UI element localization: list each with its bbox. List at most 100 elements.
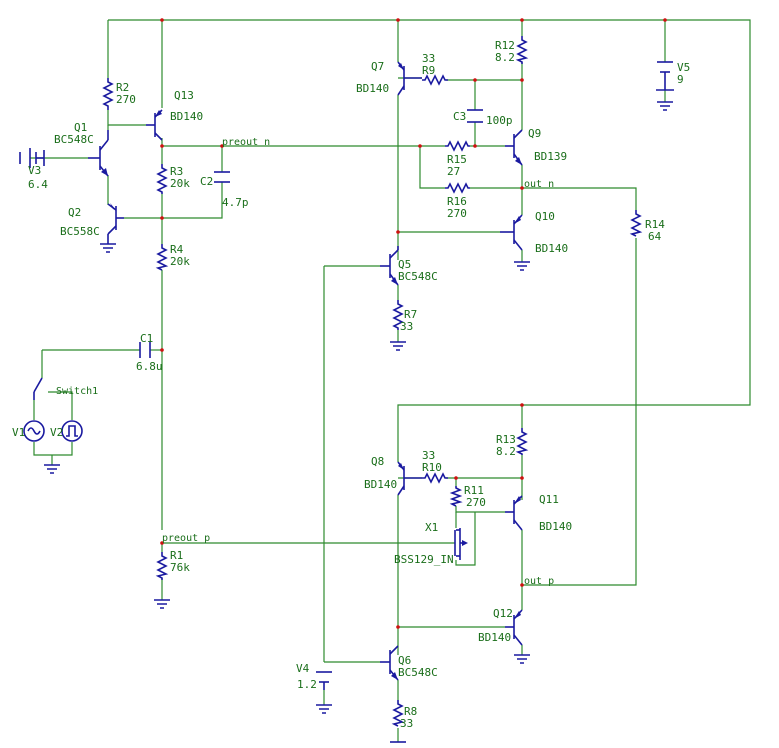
junctions: [160, 18, 667, 629]
q12-label: Q12: [493, 607, 513, 620]
r12-symbol: [515, 36, 529, 64]
q10-symbol: [500, 214, 523, 251]
resistors: [102, 36, 643, 727]
c2-label: C2: [200, 175, 213, 188]
q8-symbol: [397, 461, 422, 496]
q6-symbol: [380, 645, 399, 681]
r4-symbol: [155, 244, 169, 271]
r9-symbol: [422, 74, 448, 86]
q7-label: Q7: [371, 60, 384, 73]
v5-value: 9: [677, 73, 684, 86]
r7-value: 33: [400, 320, 413, 333]
r14-label: R14: [645, 218, 665, 231]
r7-label: R7: [404, 308, 417, 321]
q7-symbol: [397, 61, 422, 96]
ground-v1v2: [44, 464, 60, 474]
ground-q2: [100, 243, 116, 253]
r13-value: 8.2: [496, 445, 516, 458]
r14-value: 64: [648, 230, 662, 243]
ground-q12: [514, 654, 530, 664]
q10-model: BD140: [535, 242, 568, 255]
c3-value: 100p: [486, 114, 513, 127]
r8-symbol: [391, 700, 405, 727]
r12-label: R12: [495, 39, 515, 52]
r13-symbol: [515, 428, 529, 455]
q7-model: BD140: [356, 82, 389, 95]
switch1-label: Switch1: [56, 386, 98, 397]
x1-label: X1: [425, 521, 438, 534]
q9-label: Q9: [528, 127, 541, 140]
c2-value: 4.7p: [222, 196, 249, 209]
r10-label: R10: [422, 461, 442, 474]
c1-value: 6.8u: [136, 360, 163, 373]
transistors: [88, 61, 523, 681]
q1-label: Q1: [74, 121, 87, 134]
x1-symbol: [454, 528, 468, 560]
ground-v5: [657, 101, 673, 111]
r4-label: R4: [170, 243, 184, 256]
r7-symbol: [392, 300, 404, 330]
r13-label: R13: [496, 433, 516, 446]
q11-symbol: [505, 495, 523, 531]
ground-r1: [154, 599, 170, 609]
r3-symbol: [156, 164, 168, 194]
q12-symbol: [505, 609, 523, 646]
c3-symbol: [467, 109, 483, 123]
q1-model: BC548C: [54, 133, 94, 146]
v2-symbol: [61, 420, 83, 442]
q2-label: Q2: [68, 206, 81, 219]
q10-label: Q10: [535, 210, 555, 223]
v3-value: 6.4: [28, 178, 48, 191]
labels: R2 270 Q1 BC548C Q13 BD140 V3 6.4 R3 20k…: [12, 39, 690, 730]
r8-value: 33: [400, 717, 413, 730]
q5-symbol: [380, 246, 399, 286]
r15-value: 27: [447, 165, 460, 178]
q6-label: Q6: [398, 654, 411, 667]
v4-label: V4: [296, 662, 310, 675]
q13-symbol: [146, 109, 163, 141]
q5-model: BC548C: [398, 270, 438, 283]
ground-q10: [514, 261, 530, 271]
capacitors: [139, 109, 483, 358]
net-preout-n: preout n: [222, 137, 270, 148]
q2-model: BC558C: [60, 225, 100, 238]
q13-model: BD140: [170, 110, 203, 123]
net-out-p: out p: [524, 576, 554, 587]
r8-label: R8: [404, 705, 417, 718]
r11-symbol: [449, 486, 463, 507]
r11-label: R11: [464, 484, 484, 497]
x1-model: BSS129_IN: [394, 553, 454, 566]
net-out-n: out n: [524, 179, 554, 190]
r10-symbol: [422, 472, 448, 484]
r10-value: 33: [422, 449, 435, 462]
q8-model: BD140: [364, 478, 397, 491]
r3-value: 20k: [170, 177, 190, 190]
c1-symbol: [139, 342, 151, 358]
v5-label: V5: [677, 61, 690, 74]
c2-symbol: [214, 171, 230, 183]
q1-symbol: [88, 130, 109, 177]
v5-symbol: [656, 61, 674, 91]
r4-value: 20k: [170, 255, 190, 268]
r2-label: R2: [116, 81, 129, 94]
v3-symbol: [19, 148, 45, 168]
r9-name: R9: [422, 64, 435, 77]
switch1-symbol: [33, 377, 43, 400]
r1-value: 76k: [170, 561, 190, 574]
v4-value: 1.2: [297, 678, 317, 691]
r2-symbol: [102, 78, 114, 110]
r12-value: 8.2: [495, 51, 515, 64]
q9-model: BD139: [534, 150, 567, 163]
q6-model: BC548C: [398, 666, 438, 679]
q9-symbol: [505, 129, 523, 166]
r1-label: R1: [170, 549, 183, 562]
v3-label: V3: [28, 164, 41, 177]
r11-value: 270: [466, 496, 486, 509]
q8-label: Q8: [371, 455, 384, 468]
v1-symbol: [23, 420, 45, 442]
v1-label: V1: [12, 426, 25, 439]
r15-symbol: [445, 140, 470, 152]
q2-symbol: [107, 203, 124, 244]
q13-label: Q13: [174, 89, 194, 102]
r1-symbol: [155, 552, 169, 580]
